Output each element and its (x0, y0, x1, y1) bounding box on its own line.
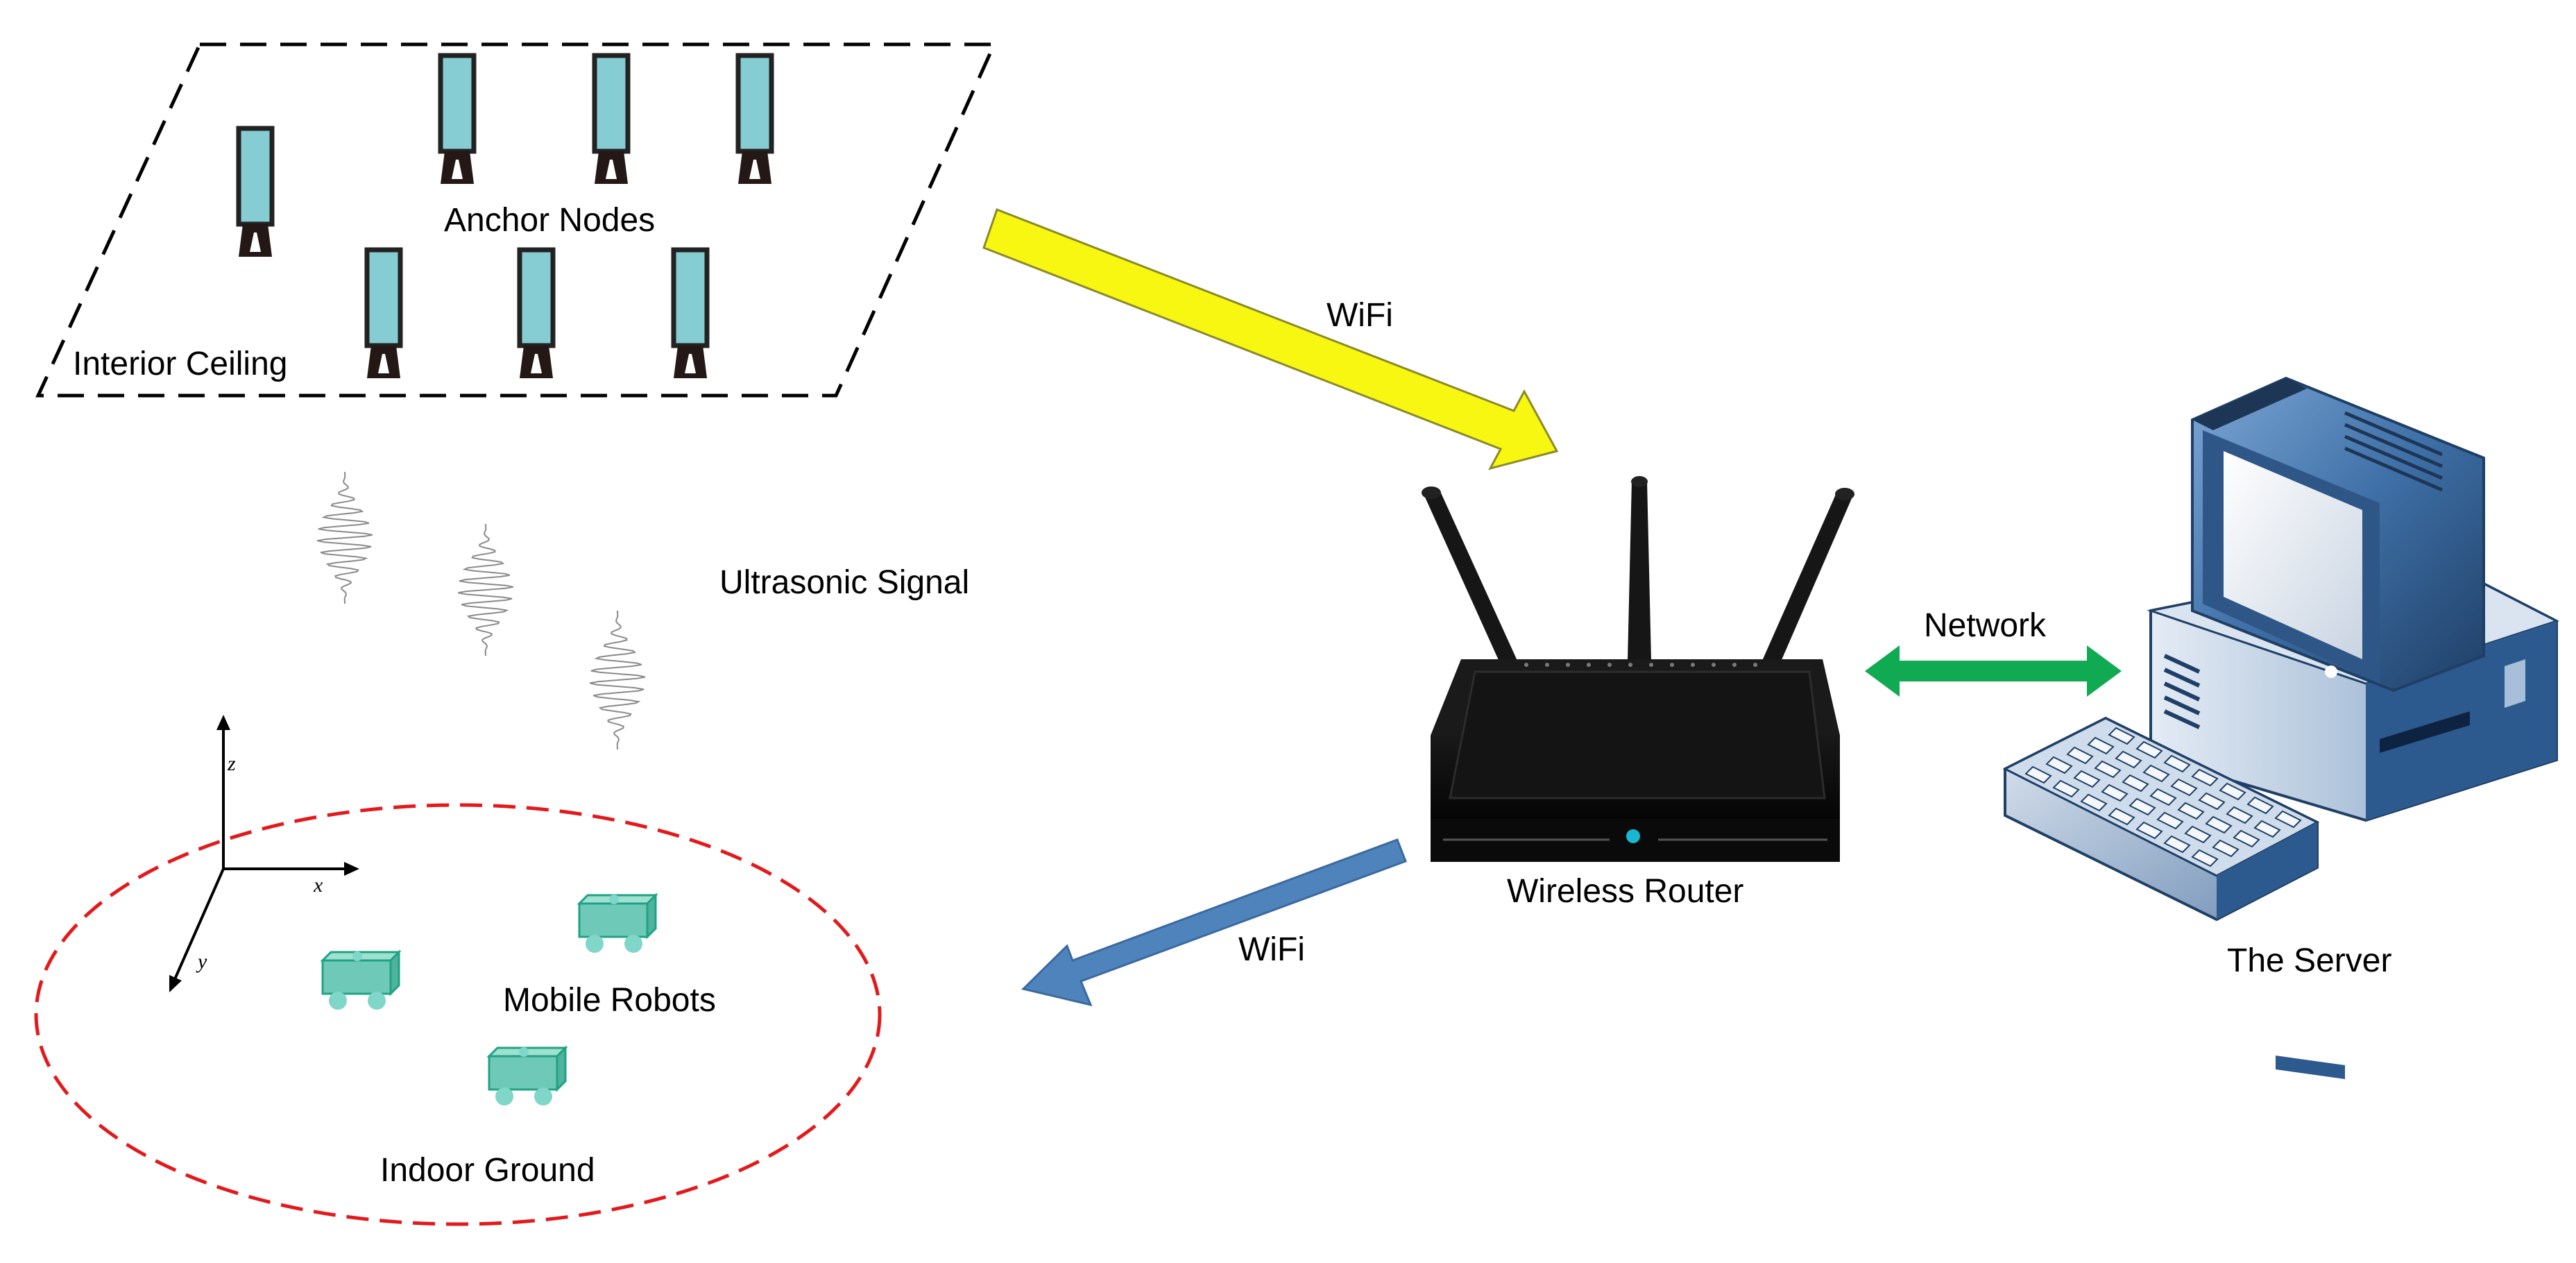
indoor-ground-dashed-border (34, 803, 882, 1226)
anchor-node-icon (592, 53, 631, 184)
keyboard-icon (2002, 716, 2320, 922)
keyboard-key (2226, 806, 2253, 824)
mobile-robot-icon (320, 949, 402, 1010)
keyboard-key (2163, 754, 2191, 773)
keyboard-key (2253, 820, 2281, 838)
keyboard-key (2045, 756, 2073, 774)
keyboard-key (2246, 796, 2274, 815)
keyboard-key (2156, 811, 2184, 830)
indoor-ground-label: Indoor Ground (380, 1152, 595, 1189)
keyboard-key (2094, 760, 2122, 779)
keyboard-keys (2024, 727, 2302, 867)
wireless-router-label: Wireless Router (1507, 873, 1743, 910)
mobile-robots-label: Mobile Robots (503, 982, 716, 1019)
ultrasonic-wave-icon (317, 472, 373, 604)
interior-ceiling-label: Interior Ceiling (73, 346, 287, 382)
anchor-nodes-group (236, 53, 774, 378)
keyboard-key (2274, 810, 2302, 829)
keyboard-key (2087, 736, 2115, 755)
keyboard-key (2052, 779, 2080, 798)
ultrasonic-wave-icon (589, 611, 646, 749)
base-vent-lines (2163, 654, 2201, 729)
keyboard-key (2073, 770, 2101, 788)
keyboard-key (2101, 783, 2129, 802)
ceiling-dashed-border (35, 42, 997, 398)
keyboard-key (2122, 774, 2149, 792)
monitor-vent-lines (2344, 411, 2443, 492)
z-axis-label: z (227, 752, 236, 775)
wifi-arrow-router-to-robots (1021, 838, 1407, 1007)
anchor-node-icon (735, 53, 774, 184)
keyboard-key (2024, 765, 2052, 784)
keyboard-key (2135, 740, 2163, 759)
anchor-node-icon (236, 126, 275, 257)
ultrasonic-waves-group (317, 472, 646, 749)
ultrasonic-wave-icon (458, 524, 513, 656)
coordinate-axes (169, 715, 359, 992)
keyboard-key (2066, 746, 2094, 765)
network-double-arrow (1865, 645, 2122, 697)
anchor-node-icon (438, 53, 477, 184)
interior-ceiling-region (35, 42, 997, 398)
keyboard-key (2142, 764, 2170, 783)
keyboard-key (2219, 782, 2246, 801)
x-axis-label: x (313, 874, 323, 897)
router-led-row (1524, 663, 1757, 667)
desktop-computer-icon (2147, 376, 2559, 1080)
keyboard-key (2149, 788, 2177, 806)
mobile-robot-icon (486, 1045, 568, 1105)
y-axis-label: y (196, 950, 207, 973)
keyboard-key (2115, 750, 2142, 769)
the-server-label: The Server (2227, 942, 2391, 979)
keyboard-key (2080, 793, 2108, 812)
keyboard-key (2108, 727, 2135, 745)
keyboard-key (2135, 821, 2163, 840)
network-label: Network (1924, 607, 2047, 644)
keyboard-key (2170, 778, 2198, 797)
anchor-node-icon (364, 247, 403, 378)
ultrasonic-signal-label: Ultrasonic Signal (719, 564, 969, 601)
anchor-node-icon (517, 247, 556, 378)
keyboard-key (2212, 839, 2240, 858)
keyboard-key (2198, 792, 2226, 811)
mobile-robots-group (320, 892, 658, 1105)
keyboard-key (2129, 797, 2156, 816)
keyboard-key (2163, 835, 2191, 854)
anchor-nodes-label: Anchor Nodes (444, 202, 655, 239)
keyboard-key (2191, 768, 2219, 787)
keyboard-key (2205, 815, 2233, 834)
keyboard-key (2233, 829, 2260, 848)
anchor-node-icon (671, 247, 710, 378)
mobile-robot-icon (577, 892, 658, 953)
keyboard-key (2177, 802, 2205, 820)
wifi-top-label: WiFi (1327, 297, 1393, 334)
keyboard-key (2191, 849, 2219, 867)
wifi-arrow-ceiling-to-router (982, 208, 1559, 471)
wifi-bottom-label: WiFi (1238, 931, 1305, 968)
keyboard-key (2108, 807, 2135, 826)
keyboard-key (2184, 825, 2212, 844)
wireless-router-icon (1422, 476, 1854, 862)
